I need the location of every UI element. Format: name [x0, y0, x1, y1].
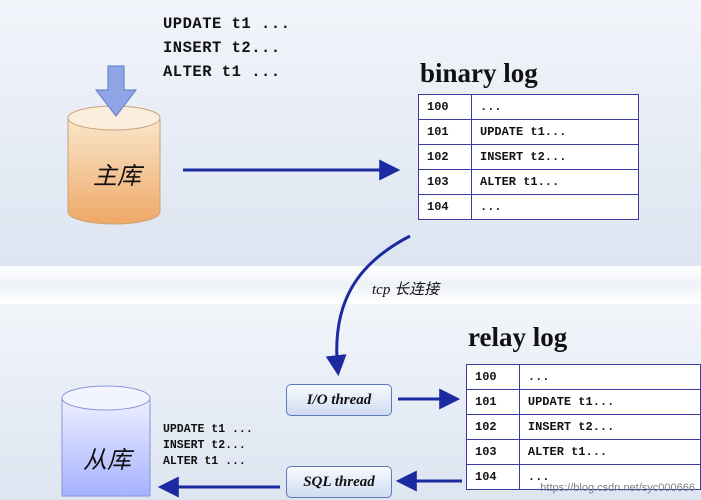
- log-event: INSERT t2...: [471, 144, 639, 170]
- io-thread-box: I/O thread: [286, 384, 392, 416]
- slave-db-icon: [61, 385, 151, 497]
- log-position: 103: [418, 169, 472, 195]
- table-row: 104...: [418, 194, 639, 220]
- binary-log-title: binary log: [420, 58, 538, 88]
- statement: ALTER t1 ...: [163, 63, 281, 81]
- log-event: ...: [518, 464, 701, 490]
- down-arrow-icon: [94, 65, 138, 117]
- log-event: UPDATE t1...: [471, 119, 639, 145]
- statement: UPDATE t1 ...: [163, 15, 291, 33]
- log-position: 101: [466, 389, 520, 415]
- watermark: https://blog.csdn.net/syc000666: [540, 482, 695, 494]
- statement: INSERT t2...: [163, 439, 246, 452]
- statement: ALTER t1 ...: [163, 455, 246, 468]
- log-event: ...: [518, 364, 701, 390]
- log-event: ...: [471, 194, 639, 220]
- master-db-icon: [67, 105, 161, 225]
- log-event: ALTER t1...: [471, 169, 639, 195]
- slave-statements: UPDATE t1 ... INSERT t2... ALTER t1 ...: [163, 422, 253, 470]
- tcp-connection-label: tcp 长连接: [372, 282, 440, 298]
- log-position: 104: [466, 464, 520, 490]
- log-position: 100: [418, 94, 472, 120]
- tcp-connection-arrow: [325, 234, 411, 377]
- table-row: 100...: [466, 364, 701, 390]
- master-db-label: 主库: [93, 162, 141, 190]
- slave-db-label: 从库: [83, 446, 131, 474]
- log-position: 102: [418, 144, 472, 170]
- log-position: 104: [418, 194, 472, 220]
- log-event: INSERT t2...: [518, 414, 701, 440]
- log-event: UPDATE t1...: [518, 389, 701, 415]
- statement: INSERT t2...: [163, 39, 281, 57]
- relay-log-title: relay log: [468, 322, 568, 352]
- log-position: 103: [466, 439, 520, 465]
- statement: UPDATE t1 ...: [163, 423, 253, 436]
- master-statements: UPDATE t1 ... INSERT t2... ALTER t1 ...: [163, 12, 290, 84]
- log-position: 100: [466, 364, 520, 390]
- sql-thread-box: SQL thread: [286, 466, 392, 498]
- log-event: ALTER t1...: [518, 439, 701, 465]
- separator-band: [0, 266, 701, 304]
- log-event: ...: [471, 94, 639, 120]
- log-position: 102: [466, 414, 520, 440]
- table-row: 104...: [466, 464, 701, 490]
- log-position: 101: [418, 119, 472, 145]
- table-row: 100...: [418, 94, 639, 120]
